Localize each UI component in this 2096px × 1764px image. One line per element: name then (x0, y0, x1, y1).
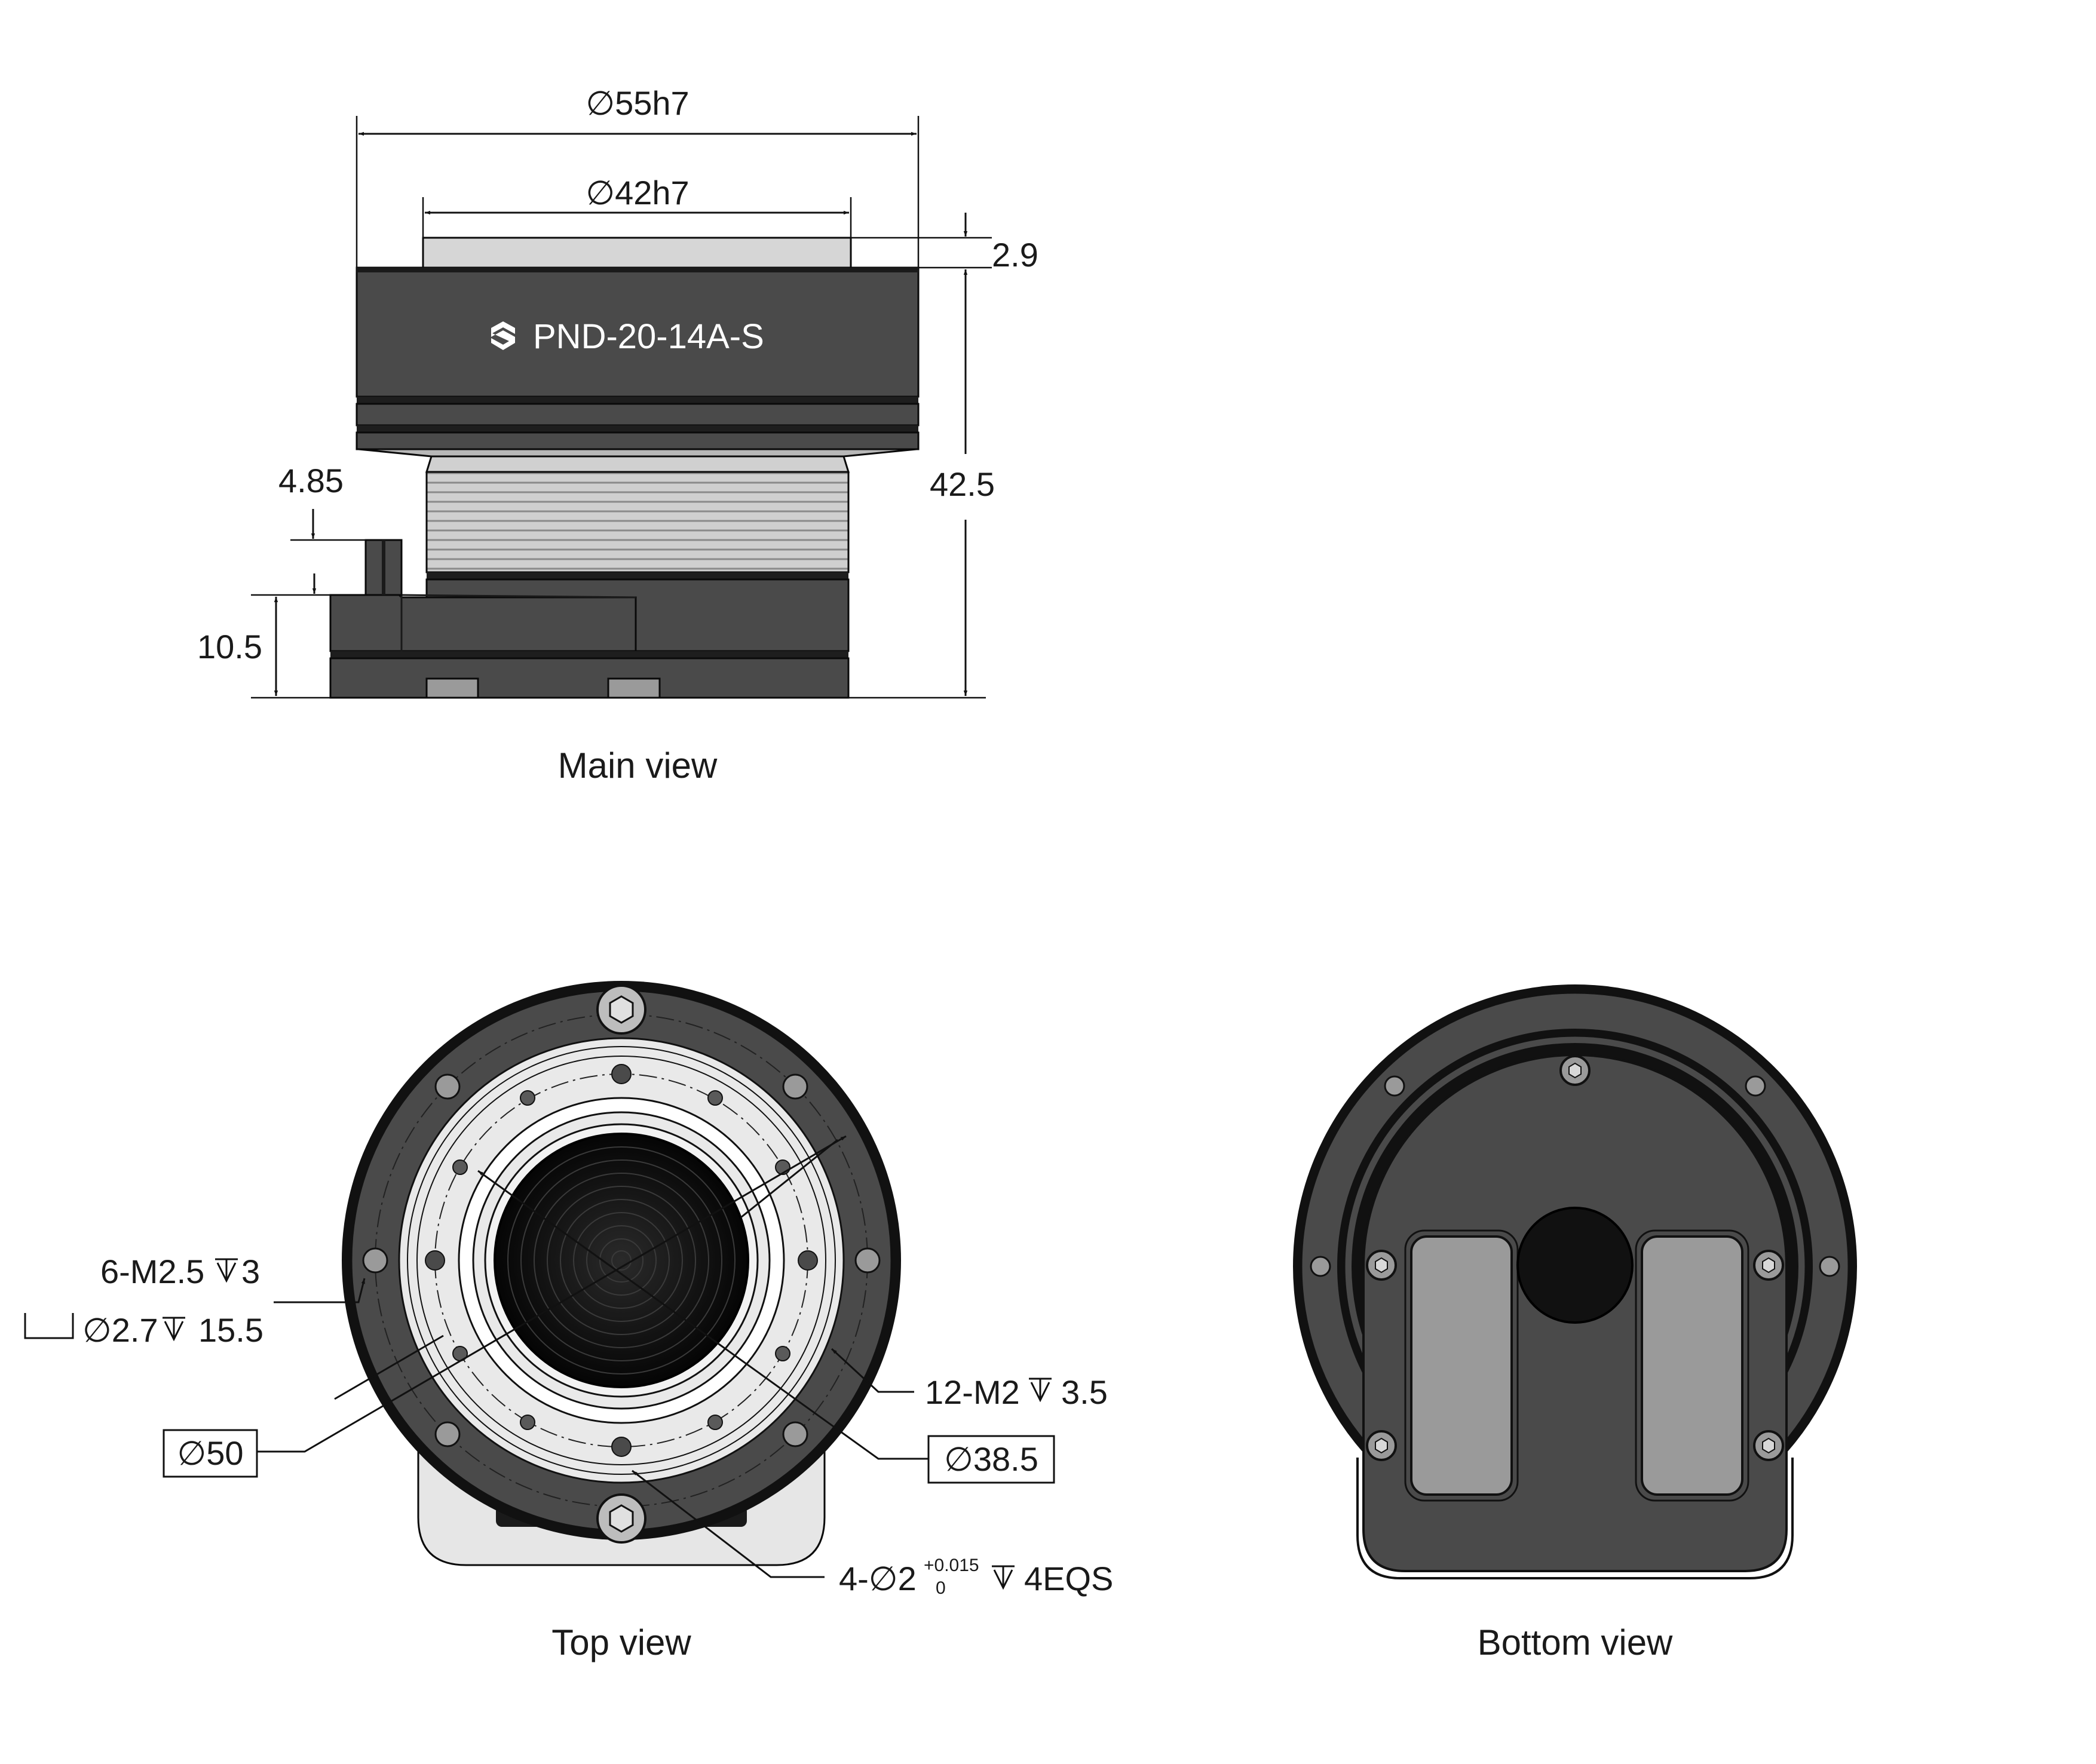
depth-symbol-icon-2 (163, 1317, 185, 1342)
housing-ring-3 (357, 425, 918, 432)
top-bolt-icon (596, 984, 646, 1035)
depth-symbol-icon-3 (1029, 1378, 1052, 1403)
callout-pin-prefix: 4-∅2 (839, 1560, 917, 1597)
dim-tab: 4.85 (278, 462, 344, 499)
output-shaft (422, 237, 852, 269)
dim-base: 10.5 (197, 628, 262, 665)
dim-step: 2.9 (992, 236, 1038, 274)
counterbore-symbol-icon (24, 1313, 74, 1339)
bottom-pad-right (1641, 1235, 1743, 1496)
callout-m25-depth: 3 (241, 1253, 260, 1290)
bottom-pad-left (1410, 1235, 1513, 1496)
bore-rings (507, 1146, 736, 1375)
bottom-center-hole (1516, 1207, 1634, 1324)
callout-pin-tol-lower: 0 (936, 1578, 946, 1598)
upper-housing (356, 266, 920, 398)
top-view: 6-M2.5 3 ∅2.7 15.5 ∅50 12-M2 (24, 981, 1113, 1662)
main-view: PND-20-14A-S ∅55h7 ∅42h7 2.9 42.5 4.85 1… (197, 84, 1038, 786)
bottom-view: Bottom view (1293, 984, 1857, 1662)
main-view-caption: Main view (558, 746, 718, 786)
depth-symbol-icon (215, 1258, 238, 1283)
svg-text:12-M2: 12-M2 (925, 1373, 1020, 1411)
dim-height: 42.5 (930, 465, 995, 503)
base-notch-1 (425, 677, 479, 699)
callout-pin-tol-upper: +0.015 (924, 1556, 979, 1575)
neck (425, 455, 850, 473)
callout-pin-depth: 4EQS (1024, 1560, 1113, 1597)
depth-symbol-icon-4 (992, 1565, 1015, 1590)
central-bore (494, 1133, 749, 1388)
base-divider (330, 651, 848, 658)
callout-cbore-depth: 15.5 (198, 1311, 263, 1349)
callout-cbore: ∅2.7 (82, 1311, 158, 1349)
brand-logo-icon (491, 321, 515, 350)
bottom-view-caption: Bottom view (1478, 1622, 1673, 1662)
outer-holes (362, 1073, 881, 1447)
callout-dia385: ∅38.5 (944, 1440, 1038, 1478)
bottom-bolt-icon (596, 1493, 646, 1544)
housing-ring-2 (356, 403, 920, 427)
top-view-caption: Top view (551, 1622, 691, 1662)
housing-ring-4 (356, 431, 920, 450)
threaded-section (425, 471, 850, 573)
brand-label: PND-20-14A-S (533, 317, 764, 356)
inner-holes (425, 1064, 818, 1457)
callout-m2-depth: 3.5 (1061, 1373, 1108, 1411)
base-notch-2 (607, 677, 661, 699)
housing-flange (358, 448, 917, 458)
bottom-screws (1366, 1055, 1784, 1461)
base-lower (329, 657, 850, 699)
svg-text:6-M2.5: 6-M2.5 (100, 1253, 204, 1290)
bottom-ring-holes (1310, 1075, 1840, 1277)
callout-m25: 6-M2.5 (100, 1253, 204, 1290)
callout-dia50: ∅50 (177, 1434, 243, 1472)
housing-ring-1 (357, 397, 918, 404)
dia50-box (163, 1429, 258, 1478)
base-block (329, 594, 637, 652)
lower-body-top (427, 572, 848, 579)
dim-inner-dia: ∅42h7 (586, 174, 689, 211)
dim-outer-dia: ∅55h7 (586, 84, 689, 122)
callout-m2: 12-M2 (925, 1373, 1020, 1411)
